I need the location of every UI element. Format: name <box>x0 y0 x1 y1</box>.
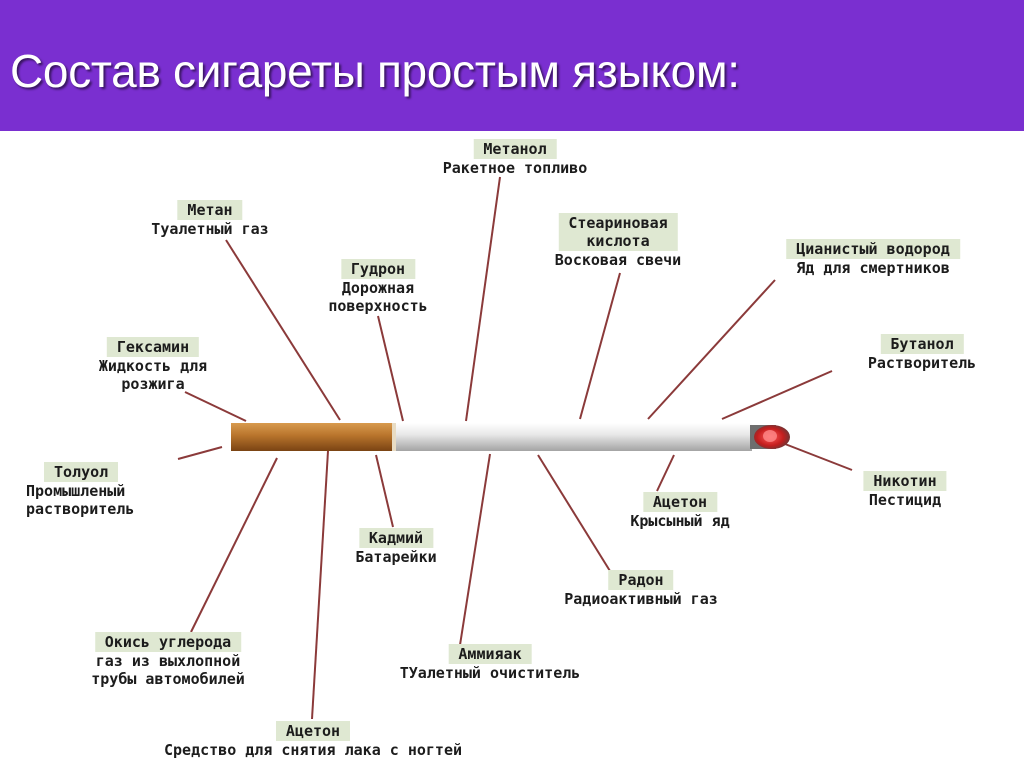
component-desc: Дорожная поверхность <box>328 279 427 315</box>
connector-line <box>657 455 674 491</box>
component-name: Бутанол <box>880 334 963 354</box>
component-label: Цианистый водород Яд для смертников <box>786 239 960 277</box>
component-name: Ацетон <box>276 721 350 741</box>
component-label: Ацетон Крысыный яд <box>630 492 729 530</box>
cigarette <box>231 423 790 451</box>
connector-line <box>580 273 620 419</box>
component-desc: газ из выхлопной трубы автомобилей <box>91 652 245 688</box>
component-label: Гексамин Жидкость для розжига <box>99 337 207 393</box>
component-name: Стеариновая кислота <box>558 213 677 251</box>
component-name: Толуол <box>44 462 118 482</box>
connector-line <box>460 454 490 645</box>
component-name: Окись углерода <box>95 632 241 652</box>
component-desc: Яд для смертников <box>786 259 960 277</box>
component-desc: Батарейки <box>355 548 436 566</box>
component-name: Гексамин <box>107 337 199 357</box>
component-desc: Пестицид <box>863 491 946 509</box>
connector-line <box>466 177 500 421</box>
component-desc: Туалетный газ <box>151 220 268 238</box>
component-name: Метан <box>177 200 242 220</box>
connector-line <box>648 280 775 419</box>
component-desc: Растворитель <box>868 354 976 372</box>
component-label: Метан Туалетный газ <box>151 200 268 238</box>
component-label: Ацетон Средство для снятия лака с ногтей <box>164 721 462 759</box>
connector-line <box>191 458 277 632</box>
connector-line <box>785 444 852 470</box>
component-desc: Жидкость для розжига <box>99 357 207 393</box>
component-label: Толуол Промышленый растворитель <box>26 462 134 518</box>
component-name: Аммияак <box>448 644 531 664</box>
component-label: Никотин Пестицид <box>863 471 946 509</box>
connector-line <box>376 455 393 527</box>
component-name: Ацетон <box>643 492 717 512</box>
component-desc: Восковая свечи <box>555 251 681 269</box>
component-label: Аммияак ТУалетный очиститель <box>400 644 581 682</box>
component-label: Радон Радиоактивный газ <box>564 570 718 608</box>
component-desc: ТУалетный очиститель <box>400 664 581 682</box>
component-label: Метанол Ракетное топливо <box>443 139 588 177</box>
filter-band <box>392 423 396 451</box>
component-label: Гудрон Дорожная поверхность <box>328 259 427 315</box>
component-desc: Промышленый растворитель <box>26 482 134 518</box>
component-label: Кадмий Батарейки <box>355 528 436 566</box>
component-label: Окись углерода газ из выхлопной трубы ав… <box>91 632 245 688</box>
component-name: Кадмий <box>359 528 433 548</box>
connector-line <box>185 392 246 421</box>
component-label: Стеариновая кислота Восковая свечи <box>555 213 681 269</box>
component-name: Никотин <box>863 471 946 491</box>
cigarette-paper <box>396 423 752 451</box>
connector-line <box>722 371 832 419</box>
component-label: Бутанол Растворитель <box>868 334 976 372</box>
component-desc: Крысыный яд <box>630 512 729 530</box>
component-name: Цианистый водород <box>786 239 960 259</box>
ember-glow <box>763 430 777 442</box>
connector-line <box>538 455 610 571</box>
component-name: Гудрон <box>341 259 415 279</box>
connector-line <box>378 316 403 421</box>
connector-line <box>312 451 328 719</box>
component-desc: Ракетное топливо <box>443 159 588 177</box>
component-desc: Средство для снятия лака с ногтей <box>164 741 462 759</box>
cigarette-filter <box>231 423 395 451</box>
connector-line <box>178 447 222 459</box>
component-desc: Радиоактивный газ <box>564 590 718 608</box>
component-name: Радон <box>608 570 673 590</box>
component-name: Метанол <box>473 139 556 159</box>
connector-line <box>226 240 340 420</box>
